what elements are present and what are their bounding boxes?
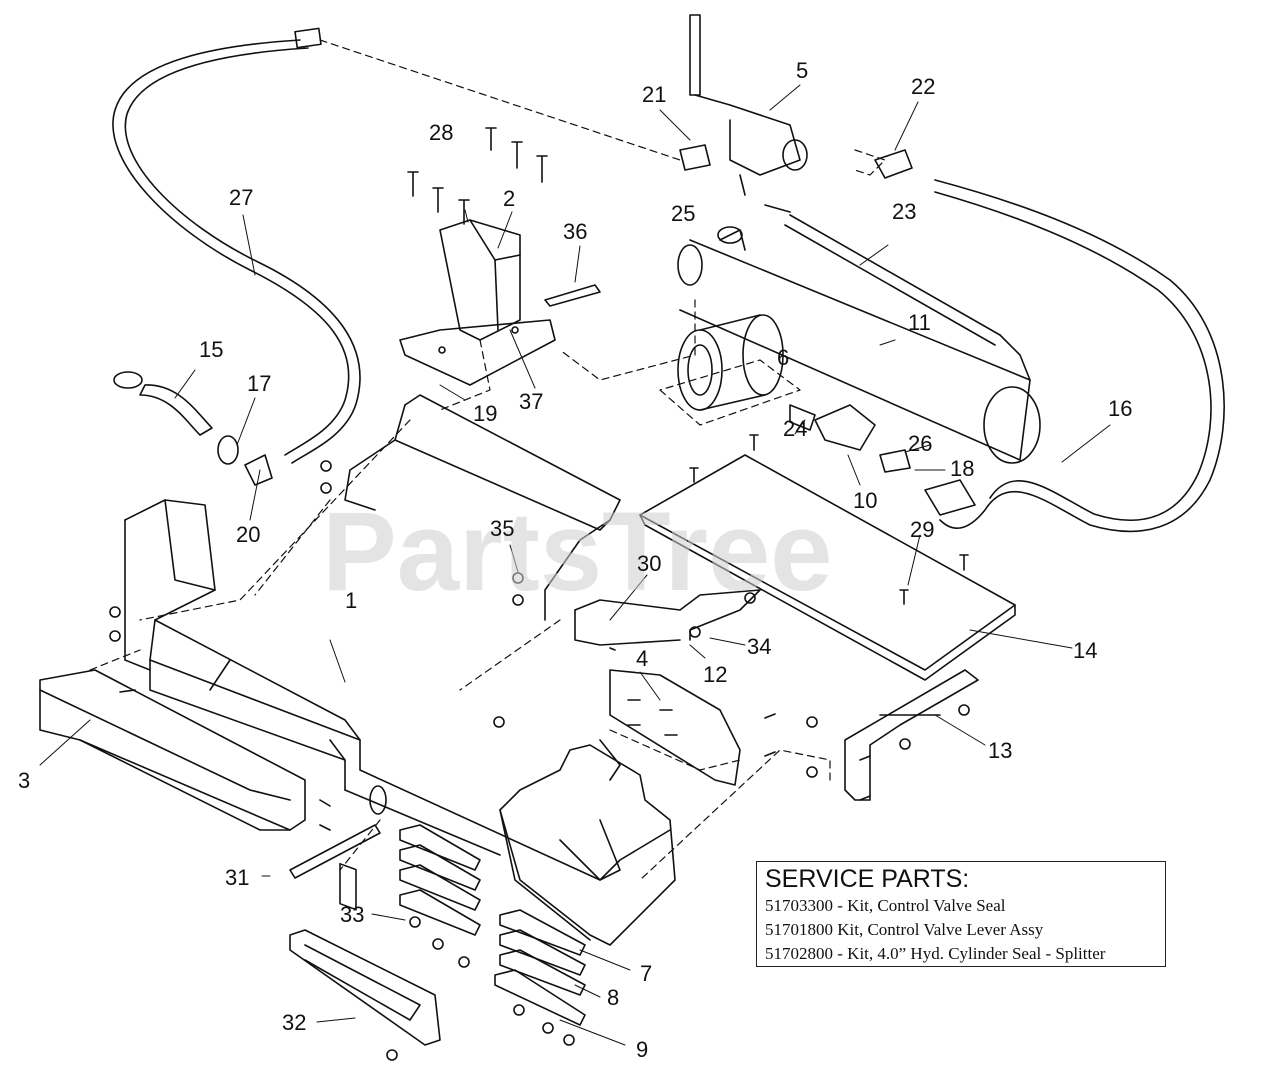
plate-4 — [609, 669, 741, 786]
callout-34: 34 — [747, 634, 771, 659]
callout-3: 3 — [18, 768, 30, 793]
callout-2: 2 — [503, 186, 515, 211]
bracket-32 — [289, 929, 441, 1046]
service-parts-title: SERVICE PARTS: — [765, 865, 970, 893]
plate-14 — [639, 454, 1016, 681]
bushing-6 — [677, 314, 784, 411]
callout-10: 10 — [853, 488, 877, 513]
valve-10 — [789, 404, 876, 451]
callout-6: 6 — [777, 345, 789, 370]
callout-24: 24 — [783, 416, 807, 441]
callout-1: 1 — [345, 588, 357, 613]
callout-5: 5 — [796, 58, 808, 83]
callout-4: 4 — [636, 646, 648, 671]
callout-26: 26 — [908, 431, 932, 456]
leader-lines — [39, 84, 1111, 1046]
service-part-line: 51701800 Kit, Control Valve Lever Assy — [765, 920, 1044, 939]
beam-plate — [344, 394, 621, 621]
callout-35: 35 — [490, 516, 514, 541]
watermark: PartsTree — [322, 489, 833, 614]
service-parts-box: SERVICE PARTS: 51703300 - Kit, Control V… — [756, 861, 1166, 967]
callout-11: 11 — [908, 310, 931, 335]
part-2 — [399, 219, 556, 386]
callout-32: 32 — [282, 1010, 306, 1035]
callout-33: 33 — [340, 902, 364, 927]
bracket-13 — [844, 669, 979, 801]
callout-29: 29 — [910, 517, 934, 542]
hose-23 — [784, 214, 1031, 381]
callout-22: 22 — [911, 74, 935, 99]
bolts-28 — [407, 127, 548, 225]
plate-stacks — [399, 824, 586, 1026]
hose-15 — [113, 371, 273, 486]
callout-7: 7 — [640, 961, 652, 986]
callout-17: 17 — [247, 371, 271, 396]
dashed-guides — [89, 39, 886, 881]
callout-21: 21 — [642, 82, 666, 107]
hose-27 — [112, 27, 361, 464]
callout-36: 36 — [563, 219, 587, 244]
bolt-36 — [544, 284, 601, 307]
bracket-12 — [574, 589, 761, 646]
control-valve-5 — [679, 14, 808, 213]
fitting-22 — [874, 149, 913, 179]
callout-13: 13 — [988, 738, 1012, 763]
callout-23: 23 — [892, 199, 916, 224]
part-3 — [39, 669, 306, 831]
callout-12: 12 — [703, 662, 727, 687]
callout-25: 25 — [671, 201, 695, 226]
callout-14: 14 — [1073, 638, 1097, 663]
callout-37: 37 — [519, 389, 543, 414]
callout-9: 9 — [636, 1037, 648, 1062]
callout-27: 27 — [229, 185, 253, 210]
hose-16 — [934, 179, 1225, 533]
callout-16: 16 — [1108, 396, 1132, 421]
service-part-line: 51702800 - Kit, 4.0” Hyd. Cylinder Seal … — [765, 944, 1106, 963]
callout-18: 18 — [950, 456, 974, 481]
callout-15: 15 — [199, 337, 223, 362]
callout-8: 8 — [607, 985, 619, 1010]
hardware-nuts — [109, 434, 970, 1061]
service-part-line: 51703300 - Kit, Control Valve Seal — [765, 896, 1006, 915]
callout-labels: 1 2 3 4 5 6 7 8 9 10 11 12 13 14 15 16 1… — [18, 58, 1132, 1062]
fittings-18-26 — [879, 449, 976, 516]
callout-30: 30 — [637, 551, 661, 576]
cylinder-11 — [677, 226, 1041, 464]
callout-28: 28 — [429, 120, 453, 145]
foot-plate — [499, 739, 676, 946]
callout-19: 19 — [473, 401, 497, 426]
main-frame-1 — [124, 499, 621, 911]
pin-31 — [289, 785, 387, 879]
callout-20: 20 — [236, 522, 260, 547]
callout-31: 31 — [225, 865, 249, 890]
